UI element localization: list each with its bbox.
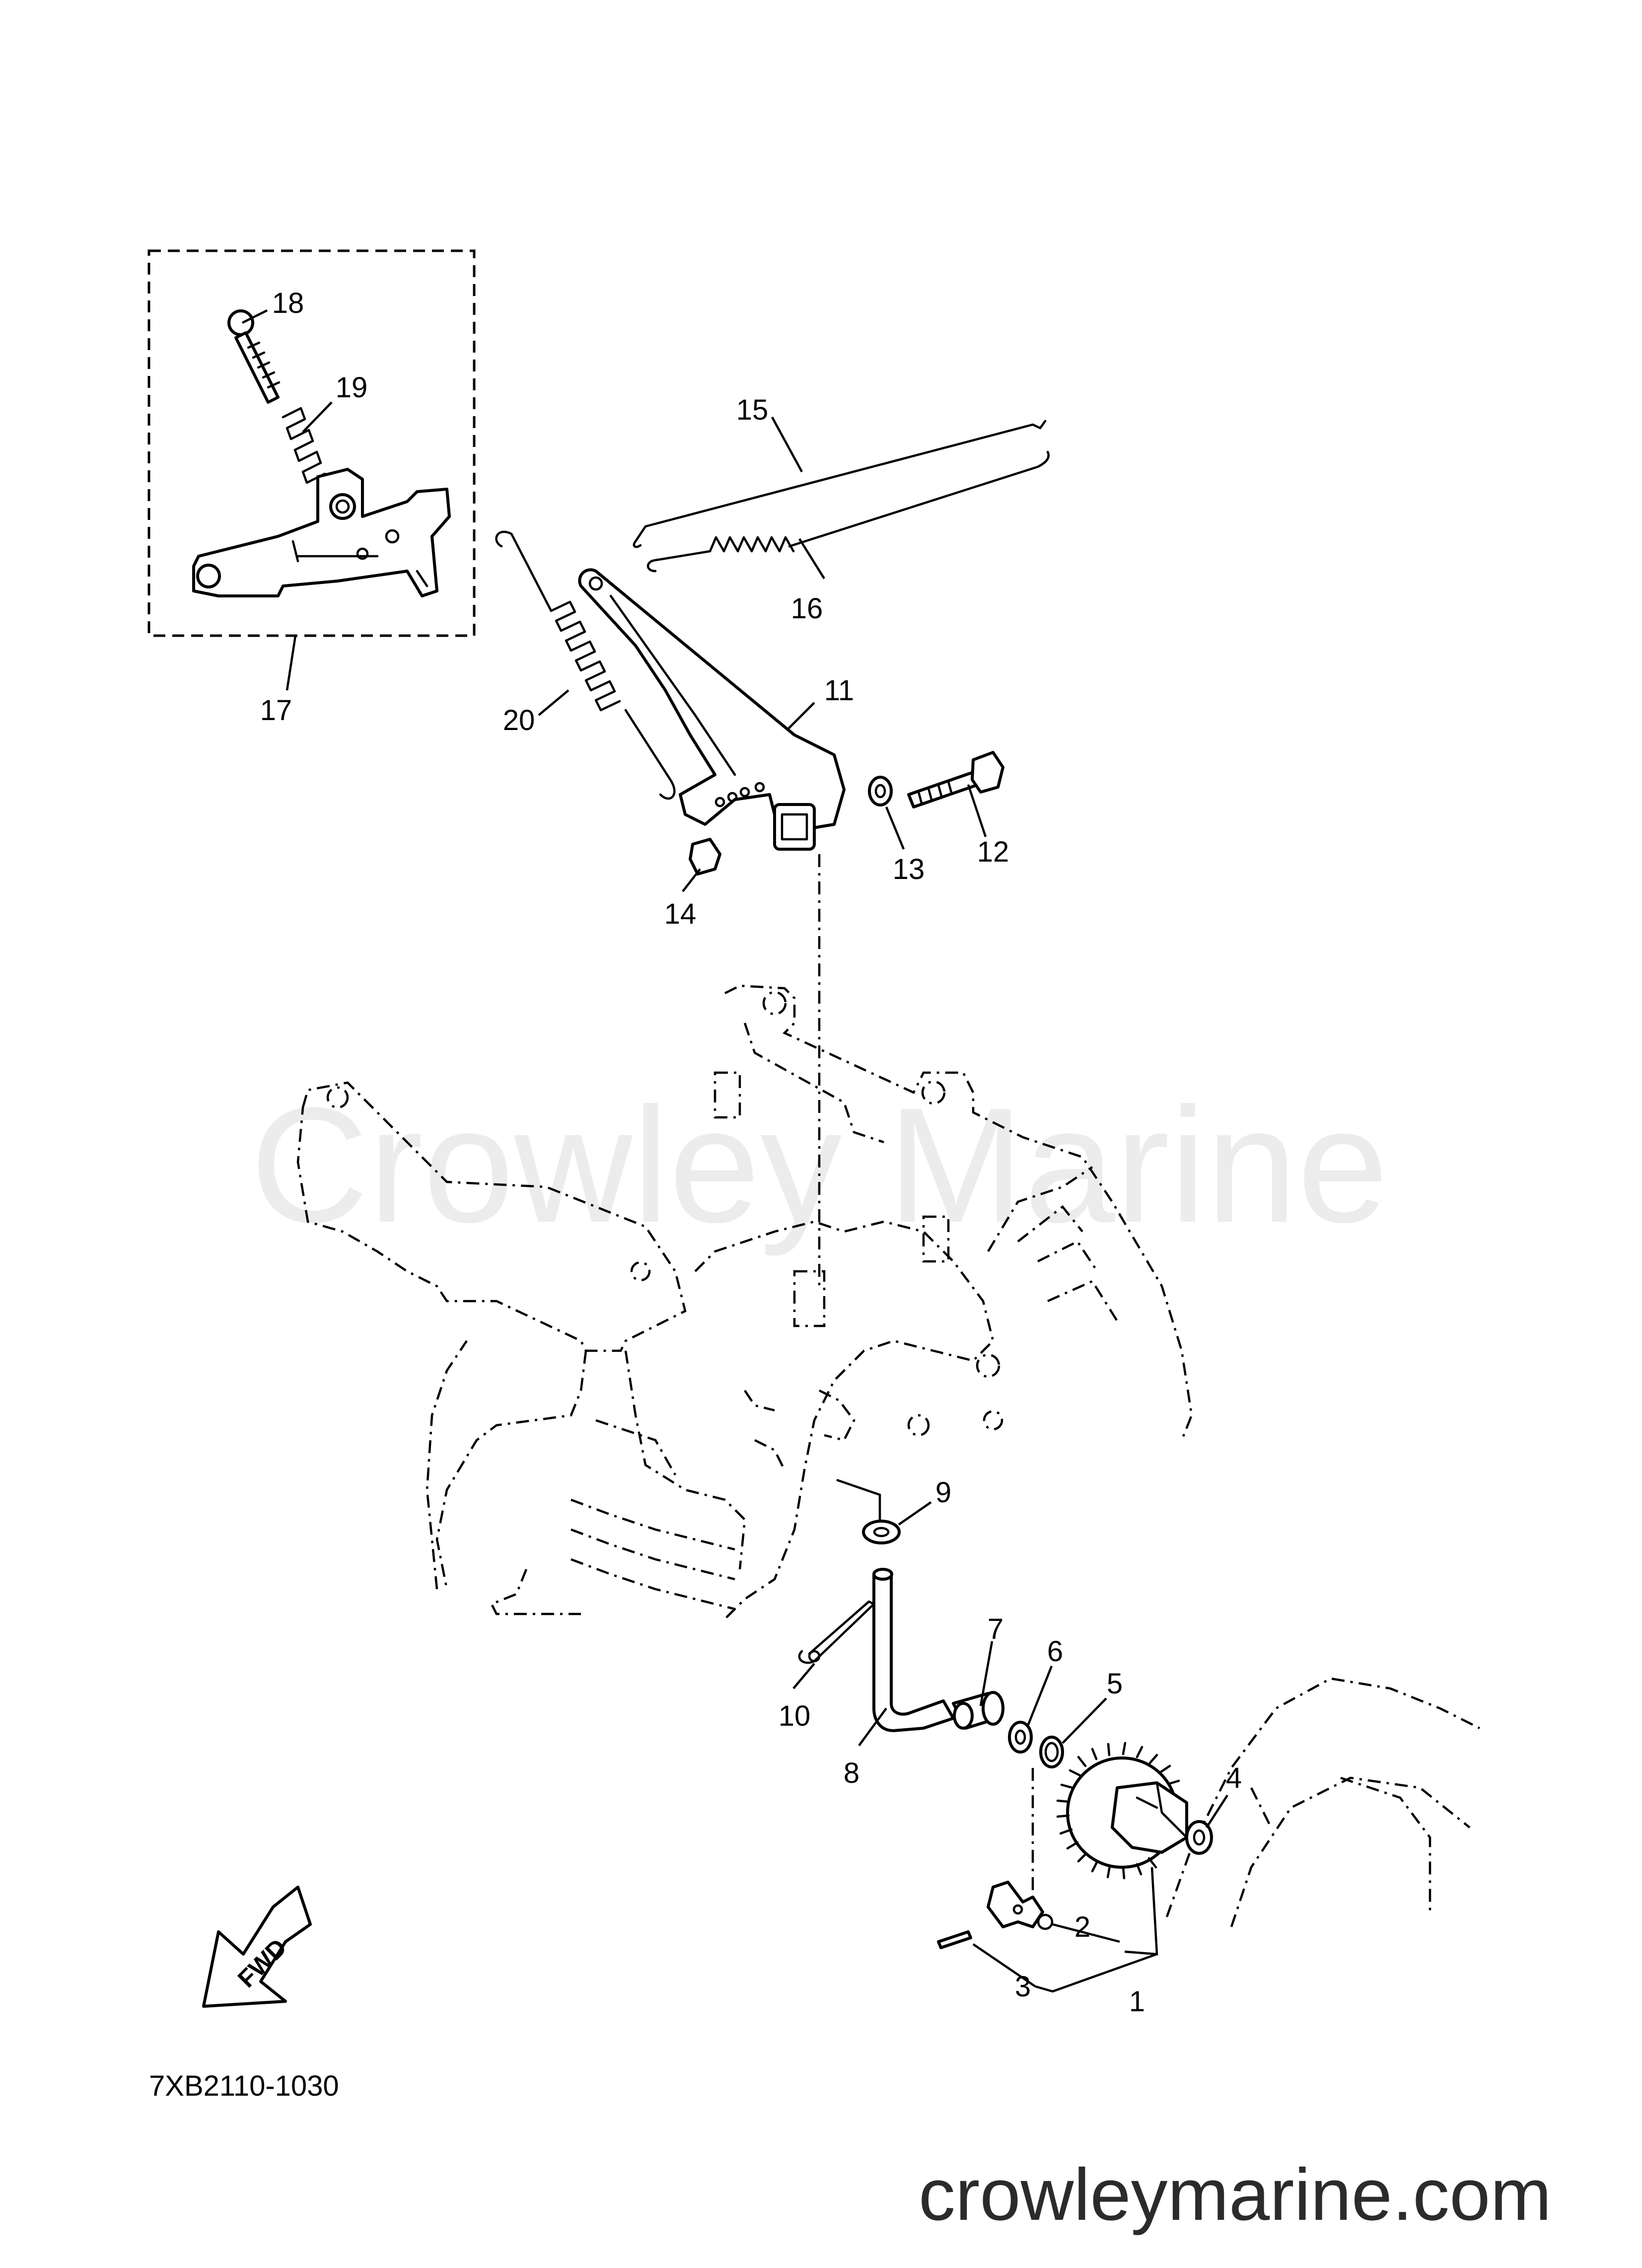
callout-3: 3 <box>1015 1971 1031 2003</box>
bushing-7 <box>952 1691 1004 1730</box>
callout-20: 20 <box>503 704 535 736</box>
washer-13 <box>868 776 893 806</box>
link-rod-16 <box>646 450 1050 573</box>
callout-12: 12 <box>977 836 1009 868</box>
link-rod-15 <box>633 420 1047 548</box>
site-url: crowleymarine.com <box>919 2154 1552 2236</box>
callouts: 18 19 15 16 11 20 17 12 13 14 9 7 6 5 4 … <box>260 287 1242 2018</box>
screw-18 <box>227 309 281 404</box>
callout-11: 11 <box>824 674 854 707</box>
callout-9: 9 <box>935 1476 951 1509</box>
nut-14 <box>689 838 721 876</box>
bolt-12 <box>907 751 1004 808</box>
pin-3 <box>937 1930 972 1949</box>
callout-4: 4 <box>1226 1762 1242 1794</box>
lever-11 <box>578 568 846 851</box>
drawing-code: 7XB2110-1030 <box>149 2070 339 2102</box>
washer-4 <box>1185 1820 1213 1855</box>
callout-6: 6 <box>1047 1635 1063 1668</box>
callout-13: 13 <box>893 853 925 885</box>
callout-19: 19 <box>336 371 368 404</box>
leader-lines <box>241 309 1228 1993</box>
flywheel-outline <box>1165 1677 1481 1927</box>
callout-15: 15 <box>736 394 769 426</box>
callout-16: 16 <box>791 592 823 625</box>
fwd-arrow: FWD <box>202 1886 312 2008</box>
callout-18: 18 <box>272 287 304 319</box>
callout-2: 2 <box>1074 1911 1090 1943</box>
callout-7: 7 <box>988 1613 1003 1645</box>
callout-14: 14 <box>664 898 697 930</box>
shaft-8 <box>872 1568 955 1732</box>
callout-8: 8 <box>844 1757 859 1789</box>
callout-5: 5 <box>1107 1668 1123 1700</box>
washer-6 <box>1008 1721 1033 1754</box>
callout-17: 17 <box>260 694 292 727</box>
subassembly-box <box>147 249 476 637</box>
pin-10 <box>798 1600 875 1664</box>
spring-19 <box>282 407 326 484</box>
gear-1 <box>1056 1742 1188 1880</box>
bracket-17 <box>192 468 451 597</box>
clip-2 <box>987 1881 1054 1930</box>
washer-9 <box>862 1520 901 1544</box>
ring-5 <box>1039 1736 1064 1768</box>
callout-1: 1 <box>1129 1985 1145 2018</box>
spring-20 <box>495 530 676 800</box>
engine-body <box>296 984 1193 1620</box>
callout-10: 10 <box>779 1700 811 1732</box>
